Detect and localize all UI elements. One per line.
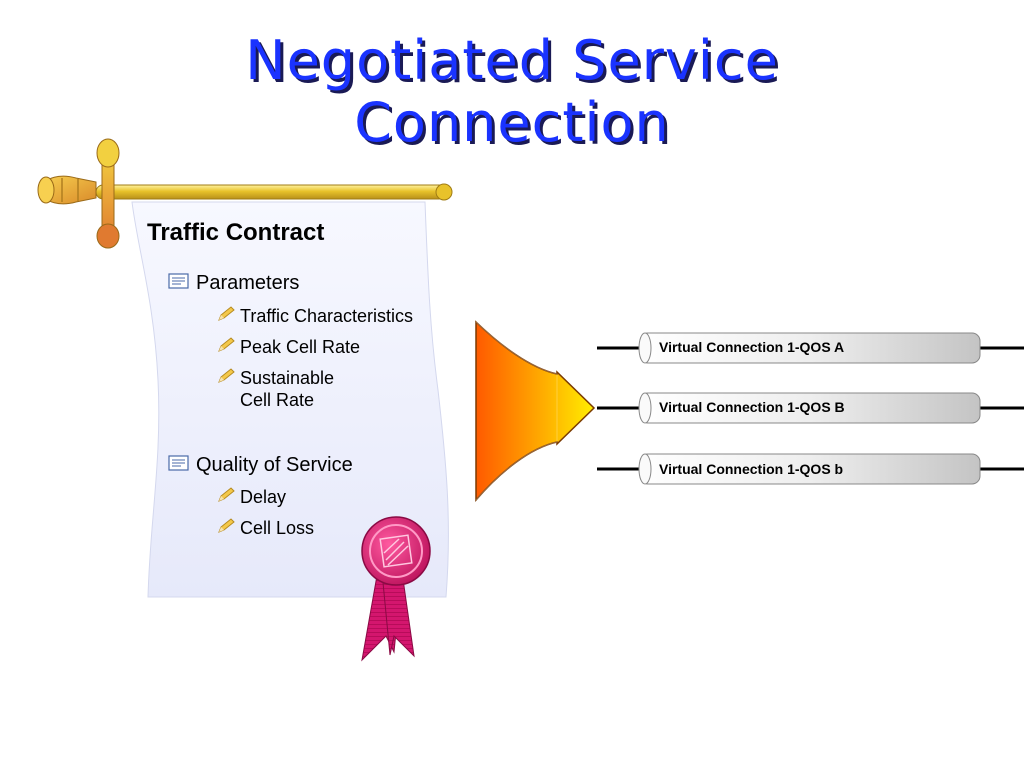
pencil-icon xyxy=(218,337,235,352)
pencil-icon xyxy=(218,487,235,502)
connection-label-1: Virtual Connection 1-QOS A xyxy=(659,339,845,355)
param-sustainable: Sustainable xyxy=(240,368,335,388)
parameters-label: Parameters xyxy=(196,272,300,294)
bullet-quality-of-service: Quality of Service xyxy=(168,454,353,477)
scroll-paper xyxy=(131,201,449,598)
traffic-contract-heading: Traffic Contract xyxy=(147,219,325,246)
pipe-3 xyxy=(597,453,1024,485)
bullet-icon xyxy=(168,455,189,471)
param-traffic-characteristics: Traffic Characteristics xyxy=(240,306,414,326)
title-line-2: Connection xyxy=(354,91,670,154)
pencil-icon xyxy=(218,306,235,321)
pipe-2 xyxy=(597,392,1024,424)
connection-label-2: Virtual Connection 1-QOS B xyxy=(659,399,845,415)
bullet-icon xyxy=(168,273,189,289)
connection-pipes xyxy=(597,332,1024,485)
param-item-3: Sustainable Cell Rate xyxy=(216,367,334,411)
slide-title: Negotiated Service Connection xyxy=(0,30,1024,154)
param-item-1: Traffic Characteristics xyxy=(216,305,413,327)
quality-of-service-label: Quality of Service xyxy=(196,454,353,476)
pencil-icon xyxy=(218,518,235,533)
param-item-2: Peak Cell Rate xyxy=(216,336,360,358)
connection-label-3: Virtual Connection 1-QOS b xyxy=(659,461,844,477)
pencil-icon xyxy=(218,368,235,383)
qos-item-1: Delay xyxy=(216,486,286,508)
bullet-parameters: Parameters xyxy=(168,272,299,295)
seal-icon xyxy=(361,516,431,662)
funnel-arrow-icon xyxy=(475,320,596,503)
qos-cell-loss: Cell Loss xyxy=(240,518,315,538)
title-line-1: Negotiated Service xyxy=(245,29,779,92)
param-peak-cell-rate: Peak Cell Rate xyxy=(240,337,361,357)
qos-item-2: Cell Loss xyxy=(216,517,314,539)
scroll-rod-icon xyxy=(37,138,453,249)
param-cell-rate: Cell Rate xyxy=(240,390,315,410)
qos-delay: Delay xyxy=(240,487,287,507)
pipe-1 xyxy=(597,332,1024,364)
